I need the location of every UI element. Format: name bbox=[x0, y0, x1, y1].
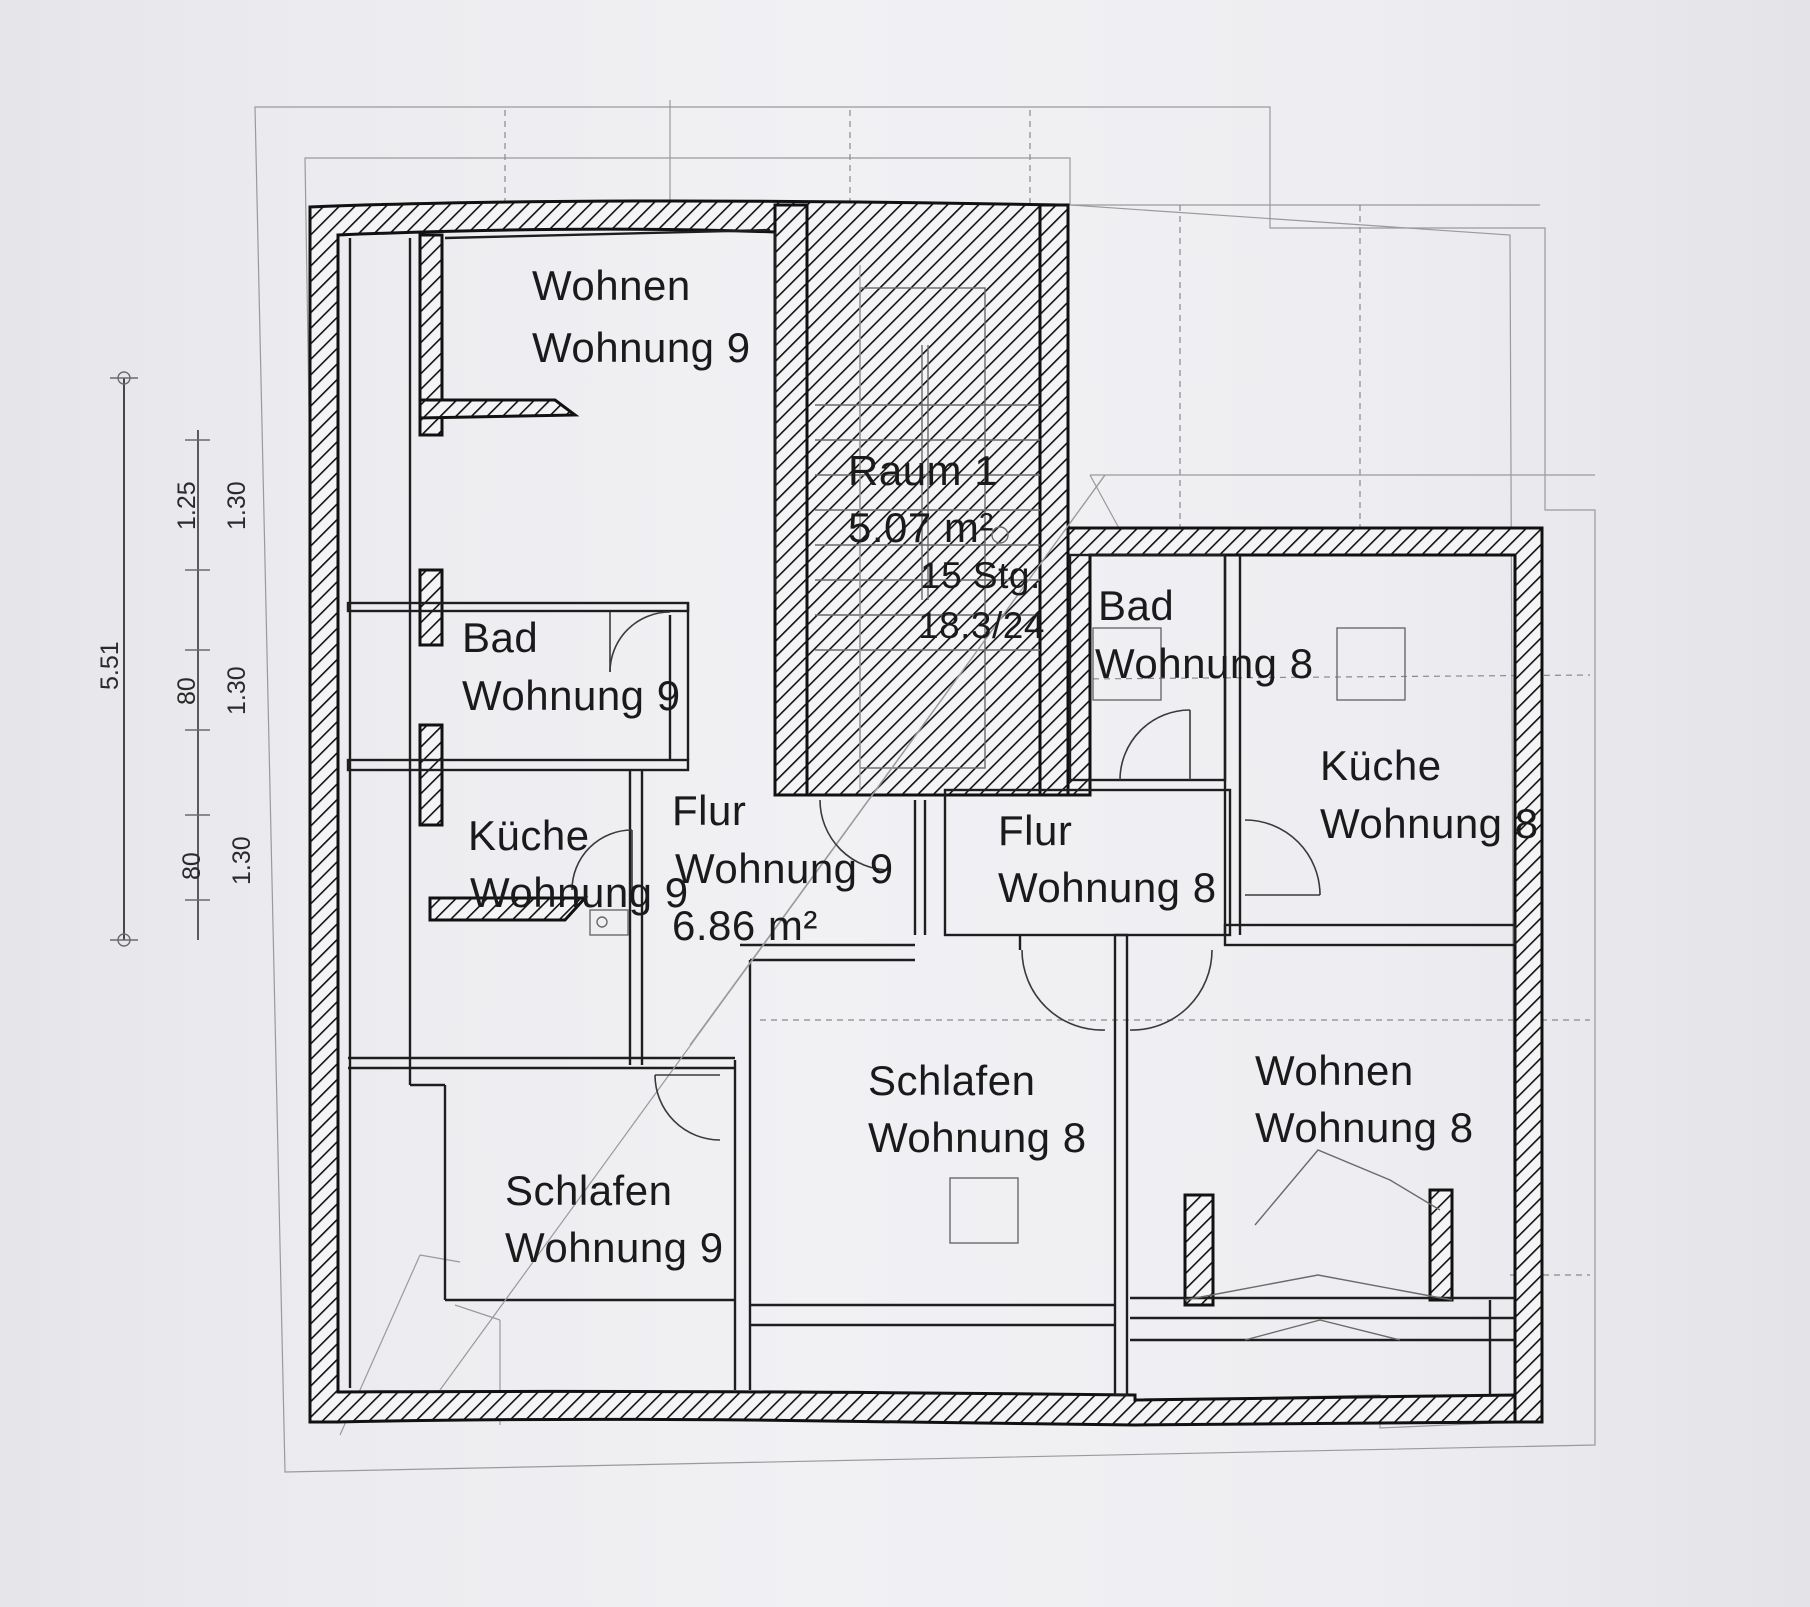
room-schlafen-9-name: Schlafen bbox=[505, 1167, 672, 1214]
room-bad-9-unit: Wohnung 9 bbox=[462, 672, 681, 719]
dim-upper-2: 1.30 bbox=[223, 481, 251, 530]
room-flur-8-name: Flur bbox=[998, 807, 1072, 854]
dimension-chain bbox=[110, 371, 210, 947]
inner-wall-left-mid bbox=[418, 568, 444, 647]
sink-kueche-9 bbox=[589, 909, 629, 936]
dim-upper-1: 1.25 bbox=[173, 481, 201, 530]
room-kueche-8-name: Küche bbox=[1320, 742, 1442, 789]
stairwell-wall-right bbox=[1038, 203, 1070, 797]
wall-stub-balcony-left bbox=[1183, 1193, 1215, 1307]
wall-stub-balcony-right bbox=[1428, 1188, 1454, 1302]
room-bad-9-name: Bad bbox=[462, 614, 538, 661]
dim-total: 5.51 bbox=[96, 641, 124, 690]
inner-wall-left-upper bbox=[418, 233, 444, 437]
room-bad-8-unit: Wohnung 8 bbox=[1095, 640, 1314, 687]
wall-stub-upper bbox=[418, 398, 580, 420]
room-raum-1-name: Raum 1 bbox=[848, 447, 998, 494]
room-wohnen-9-name: Wohnen bbox=[532, 262, 691, 309]
room-flur-8-unit: Wohnung 8 bbox=[998, 864, 1217, 911]
outer-wall-wohnung-8 bbox=[1063, 526, 1544, 1424]
inner-wall-left-low bbox=[418, 723, 444, 827]
shower-tray-bad-8 bbox=[1092, 627, 1162, 701]
room-schlafen-9-unit: Wohnung 9 bbox=[505, 1224, 724, 1271]
door-swings bbox=[571, 611, 1321, 1141]
dimension-labels: 5.51 1.25 1.30 80 1.30 80 1.30 bbox=[96, 481, 256, 885]
room-wohnen-8-unit: Wohnung 8 bbox=[1255, 1104, 1474, 1151]
dim-middle-2: 1.30 bbox=[223, 666, 251, 715]
room-flur-9-unit: Wohnung 9 bbox=[675, 845, 894, 892]
room-schlafen-8-name: Schlafen bbox=[868, 1057, 1035, 1104]
partitions bbox=[346, 228, 1517, 1397]
room-wohnen-9-unit: Wohnung 9 bbox=[532, 324, 751, 371]
room-raum-1-stairs: 15 Stg. bbox=[920, 555, 1041, 596]
stairwell-wall-left bbox=[773, 203, 809, 797]
chimney-schlafen-8 bbox=[949, 1177, 1019, 1244]
room-flur-9-name: Flur bbox=[672, 787, 746, 834]
dim-middle-1: 80 bbox=[173, 677, 201, 705]
dim-lower-2: 1.30 bbox=[228, 836, 256, 885]
room-kueche-9-unit: Wohnung 9 bbox=[470, 869, 689, 916]
chimney-kueche-8 bbox=[1336, 627, 1406, 701]
outer-wall-wohnung-9 bbox=[308, 199, 1517, 1427]
room-bad-8-name: Bad bbox=[1098, 582, 1174, 629]
room-labels: Wohnen Wohnung 9 Raum 1 5.07 m² 15 Stg. … bbox=[462, 262, 1539, 1271]
room-flur-9-area: 6.86 m² bbox=[672, 902, 818, 949]
room-raum-1-rise: 18.3/24 bbox=[918, 605, 1045, 646]
outer-walls bbox=[308, 199, 1544, 1427]
room-kueche-8-unit: Wohnung 8 bbox=[1320, 800, 1539, 847]
room-raum-1-area: 5.07 m² bbox=[848, 504, 994, 551]
dim-lower-1: 80 bbox=[178, 852, 206, 880]
room-schlafen-8-unit: Wohnung 8 bbox=[868, 1114, 1087, 1161]
room-wohnen-8-name: Wohnen bbox=[1255, 1047, 1414, 1094]
wall-stub-lower bbox=[428, 896, 589, 922]
fixtures bbox=[589, 627, 1453, 1341]
room-kueche-9-name: Küche bbox=[468, 812, 590, 859]
stairwell bbox=[439, 265, 1106, 1391]
